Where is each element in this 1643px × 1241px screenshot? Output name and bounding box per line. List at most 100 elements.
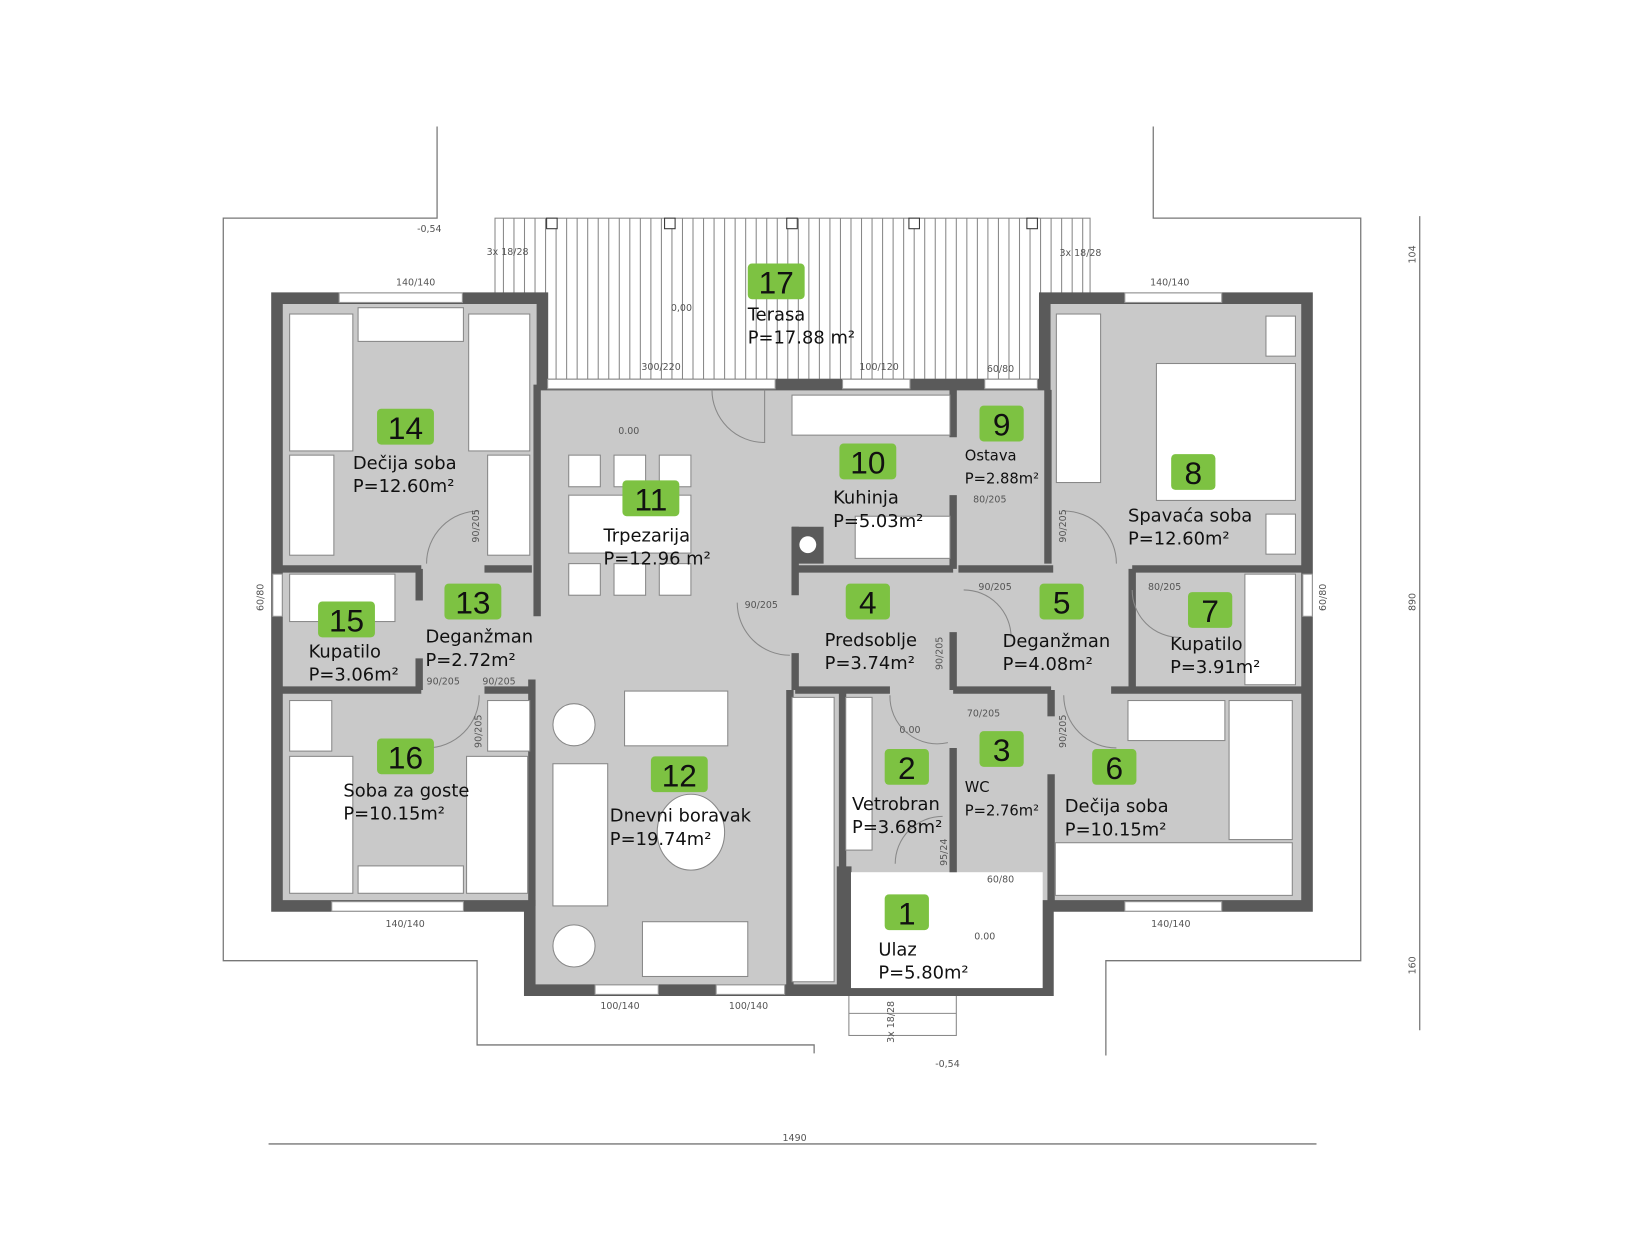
room-number-badge [884,748,929,785]
interior-walls [282,384,1308,991]
dimension-label: 60/80 [987,875,1014,886]
entrance-floor [850,872,1043,989]
room-name: Ulaz [878,939,916,960]
room-name: Predsoblje [825,630,917,651]
room-number-badge [650,756,708,793]
room-name: Trpezarija [602,526,690,547]
dimension-label: 100/140 [729,1001,768,1012]
room-number-badge [839,443,897,480]
dimension-label: 140/140 [1151,919,1190,930]
dimension-label: 80/205 [973,495,1006,506]
room-number: 2 [898,750,916,786]
dimension-label: 90/205 [427,677,460,688]
room-number-badge [444,583,502,620]
dimension-label: 100/120 [859,362,898,373]
room-name: Spavaća soba [1128,505,1252,526]
site-boundary-right [1105,126,1362,1056]
room-number: 13 [455,585,490,621]
room-area: P=5.03m² [833,511,923,532]
dimension-label: 140/140 [1150,278,1189,289]
room-area: P=3.06m² [309,665,399,686]
room-number: 3 [993,732,1011,768]
room-number-badge [845,583,890,620]
room-number-badge [377,738,434,775]
room-number-badge [1188,592,1233,628]
terrace-post [664,217,676,230]
room-name: Soba za goste [343,780,469,801]
room-area: P=2.76m² [965,802,1039,819]
door-swings [426,389,1180,864]
room-name: Kupatilo [309,641,381,662]
dimension-label: 0.00 [974,932,995,943]
room-area: P=19.74m² [610,829,712,850]
room-number-badge [1171,454,1216,490]
room-number: 15 [329,603,364,639]
room-number-badge [747,263,805,300]
room-number-badge [1092,748,1137,785]
room-number: 8 [1185,455,1203,491]
room-number: 12 [662,757,697,793]
room-name: Deganžman [1003,631,1111,652]
room-area: P=4.08m² [1003,654,1093,675]
room-name: Dnevni boravak [610,806,752,827]
room-name: WC [965,779,990,796]
room-area: P=3.68m² [852,817,942,838]
dimension-label: 1490 [783,1133,807,1144]
room-number-badge [318,601,375,638]
dimension-label: 95/24 [939,839,950,866]
room-number: 17 [759,264,794,300]
room-number-badge [622,480,680,517]
room-area: P=2.72m² [425,650,515,671]
room-label: 3WC P=2.76m² [965,731,1039,819]
room-name: Dečija soba [1065,796,1169,817]
dimension-label: 90/205 [1058,509,1069,542]
dimension-label: -0,54 [935,1059,960,1070]
dimension-label: 0.00 [899,725,920,736]
room-area: P=10.15m² [1065,819,1167,840]
terrace-post [786,217,798,230]
room-area: P=12.60m² [1128,529,1230,550]
room-area: P=3.91m² [1170,657,1260,678]
dimension-label: 3x 18/28 [886,1001,897,1043]
dimension-label: 100/140 [600,1001,639,1012]
dimension-label: 890 [1408,593,1419,611]
room-area: P=5.80m² [878,963,968,984]
dimension-label: 140/140 [396,278,435,289]
dimension-label: 0,00 [671,303,692,314]
entry-steps [848,994,957,1036]
furniture [289,307,1296,983]
room-number: 6 [1106,750,1124,786]
room-number-badge [979,405,1024,442]
dimension-label: 3x 18/28 [487,247,529,258]
dimension-label: 300/220 [641,362,680,373]
site-boundary-left [222,126,815,1054]
dimension-label: 160 [1408,956,1419,974]
room-number-badge [1039,583,1084,620]
room-area: P=3.74m² [825,653,915,674]
terrace-post [1026,217,1038,230]
dimension-label: 104 [1408,245,1419,263]
room-number: 16 [388,739,423,775]
dimension-label: 90/205 [1058,715,1069,748]
room-number: 10 [850,445,885,481]
room-number: 11 [634,481,667,517]
terrace-post [546,217,558,230]
room-number: 5 [1053,585,1071,621]
room-name: Deganžman [425,627,533,648]
room-name: Kupatilo [1170,634,1242,655]
dimension-label: 70/205 [967,708,1000,719]
dimension-label: 140/140 [385,919,424,930]
room-number-badge [884,894,929,931]
room-number: 9 [993,407,1011,443]
